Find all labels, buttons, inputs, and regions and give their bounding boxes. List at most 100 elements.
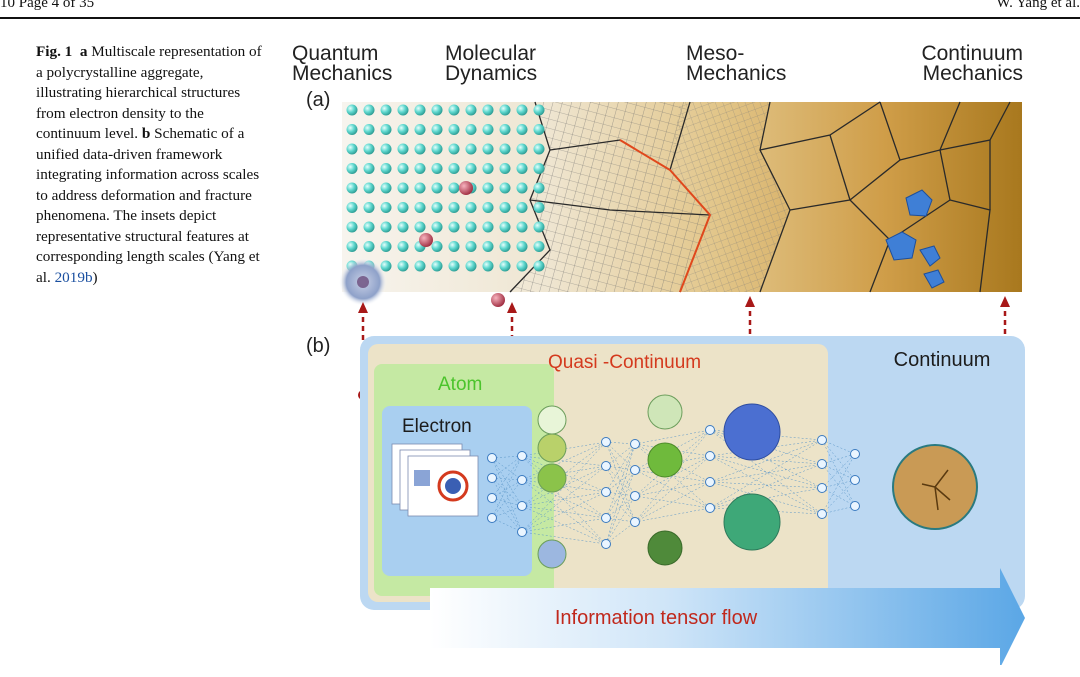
quasi-continuum-label: Quasi -Continuum xyxy=(548,352,701,373)
atom xyxy=(346,241,358,252)
network-edge xyxy=(709,463,823,483)
network-edge xyxy=(634,481,711,497)
insets xyxy=(537,394,978,569)
atom xyxy=(448,143,460,155)
atom xyxy=(414,260,426,272)
atom xyxy=(533,221,545,233)
network-edge xyxy=(605,469,636,545)
network-node xyxy=(601,437,611,447)
network-edge xyxy=(491,505,523,519)
network-edge xyxy=(521,505,607,545)
atom xyxy=(431,241,443,252)
network-edge xyxy=(491,479,523,519)
atom xyxy=(516,241,528,252)
atom xyxy=(414,143,426,155)
network-edge xyxy=(605,443,636,545)
network-edge xyxy=(605,465,636,497)
network-edge xyxy=(634,455,711,523)
atom xyxy=(482,143,494,155)
atom xyxy=(482,202,494,213)
network-edge xyxy=(521,441,607,481)
atom xyxy=(414,124,426,135)
atom xyxy=(482,163,494,174)
network-node xyxy=(601,487,611,497)
svg-text:Mechanics: Mechanics xyxy=(923,62,1023,85)
blue-grains xyxy=(885,189,945,289)
atom xyxy=(397,241,409,252)
network-edge xyxy=(521,441,607,533)
network-node xyxy=(705,451,715,461)
electron-density-images xyxy=(391,443,479,517)
scale-meso-label: Meso- Mechanics xyxy=(686,42,786,85)
network-edge xyxy=(521,465,607,533)
citation-link[interactable]: 2019b xyxy=(54,268,93,286)
atom xyxy=(533,104,545,116)
network-edge xyxy=(709,481,823,489)
atom xyxy=(397,202,409,213)
network-edge xyxy=(821,453,856,465)
network-node xyxy=(517,527,527,537)
atom xyxy=(363,163,375,174)
atom xyxy=(380,163,392,174)
network-edge xyxy=(634,469,711,483)
atom xyxy=(346,163,358,174)
atom xyxy=(346,124,358,135)
network-edge xyxy=(821,505,856,515)
atom xyxy=(533,163,545,174)
network-edge xyxy=(709,429,823,515)
fig-label: Fig. 1 xyxy=(36,43,73,60)
atom xyxy=(431,260,443,272)
network-edge xyxy=(605,443,636,519)
atom xyxy=(448,124,460,135)
atom xyxy=(380,221,392,233)
atom xyxy=(465,241,477,252)
atom xyxy=(465,124,477,135)
network-edge xyxy=(821,453,856,515)
figure-caption: Fig. 1 a Multiscale representation of a … xyxy=(36,42,268,288)
network-edge xyxy=(709,429,823,465)
panel-a-image xyxy=(339,101,1022,307)
network-edge xyxy=(821,439,856,481)
atom xyxy=(499,260,511,272)
svg-text:Quantum: Quantum xyxy=(292,42,378,65)
network-edge xyxy=(634,429,711,445)
network-edge xyxy=(491,479,523,499)
continuum-label: Continuum xyxy=(894,349,991,371)
atom xyxy=(448,163,460,174)
network-node xyxy=(850,475,860,485)
atom-label: Atom xyxy=(438,374,482,395)
network-edge xyxy=(491,457,523,507)
panel-a-label: (a) xyxy=(306,89,330,111)
network-edge xyxy=(605,441,636,471)
network-edge xyxy=(491,517,523,533)
atom xyxy=(516,202,528,213)
network-node xyxy=(487,473,497,483)
atom xyxy=(533,182,545,194)
atom xyxy=(516,163,528,174)
atom xyxy=(380,143,392,155)
atom xyxy=(499,202,511,213)
svg-text:Dynamics: Dynamics xyxy=(445,62,537,85)
atom xyxy=(516,143,528,155)
atom xyxy=(380,202,392,213)
atom xyxy=(465,104,477,116)
network-node xyxy=(487,513,497,523)
network-edge xyxy=(491,497,523,507)
atom xyxy=(346,221,358,233)
network-edge xyxy=(605,495,636,545)
network-edge xyxy=(821,479,856,489)
atom xyxy=(414,163,426,174)
network-edge xyxy=(491,455,523,459)
network-node xyxy=(630,491,640,501)
atom xyxy=(482,241,494,252)
atom xyxy=(533,260,545,272)
network-edge xyxy=(709,463,823,509)
atom-lattice xyxy=(346,104,545,307)
network-node xyxy=(601,513,611,523)
atom xyxy=(516,221,528,233)
atom xyxy=(431,182,443,194)
network-node xyxy=(817,483,827,493)
atom xyxy=(431,143,443,155)
scale-molecular-label: Molecular Dynamics xyxy=(445,42,537,85)
network-node xyxy=(705,503,715,513)
